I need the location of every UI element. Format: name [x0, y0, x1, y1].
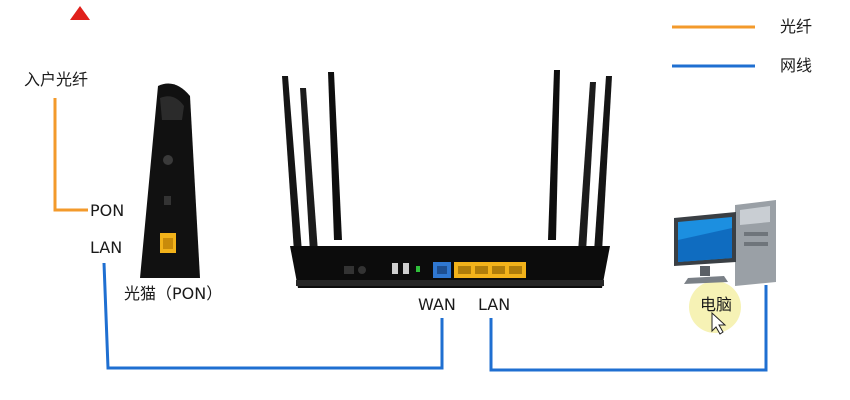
- modem-name-label: 光猫（PON）: [124, 284, 223, 303]
- optical-modem-device: [140, 83, 200, 279]
- router-wan-label: WAN: [418, 295, 456, 314]
- legend-fiber-label: 光纤: [780, 17, 813, 36]
- mouse-cursor-icon: [711, 311, 727, 335]
- warning-triangle-icon: [70, 6, 90, 20]
- computer-device: [674, 200, 776, 335]
- modem-lan-port-label: LAN: [90, 238, 123, 257]
- incoming-fiber-line: [53, 98, 88, 212]
- router-device: [282, 70, 612, 288]
- router-lan-label: LAN: [478, 295, 511, 314]
- computer-label: 电脑: [700, 295, 733, 314]
- incoming-fiber-label: 入户光纤: [24, 70, 89, 89]
- cable-modem-to-router-wan: [102, 262, 444, 370]
- modem-pon-port-label: PON: [90, 201, 125, 220]
- cable-router-lan-to-computer: [489, 285, 768, 372]
- legend-cable-label: 网线: [780, 56, 813, 75]
